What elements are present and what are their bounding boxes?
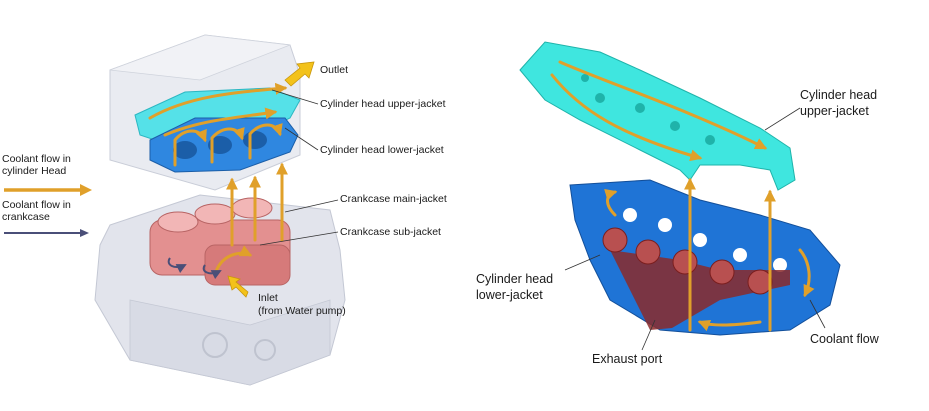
crankcase-main-jacket-label: Crankcase main-jacket bbox=[340, 193, 447, 205]
right-upper-jacket-label-line1: Cylinder head bbox=[800, 88, 878, 102]
left-lower-jacket-label: Cylinder head lower-jacket bbox=[320, 144, 444, 156]
left-head-flow-arrows bbox=[148, 82, 288, 277]
right-lower-jacket bbox=[569, 179, 841, 336]
legend-crankcase-flow-arrow bbox=[4, 229, 89, 237]
crankcase-sub-jacket-label: Crankcase sub-jacket bbox=[340, 226, 441, 238]
right-lower-jacket-label-line2: lower-jacket bbox=[476, 288, 543, 302]
right-upper-jacket bbox=[519, 41, 796, 191]
legend-crankcase-flow-label-line1: Coolant flow in bbox=[2, 199, 71, 211]
inlet-arrow bbox=[227, 275, 249, 298]
left-leader-lines bbox=[259, 89, 339, 246]
left-upper-jacket-label: Cylinder head upper-jacket bbox=[320, 98, 446, 110]
legend-head-flow-arrow bbox=[4, 184, 92, 196]
legend-head-flow-label-line1: Coolant flow in bbox=[2, 153, 71, 165]
legend-head-flow-label-line2: cylinder Head bbox=[2, 165, 67, 177]
outlet-arrow bbox=[284, 61, 315, 87]
inlet-label: Inlet bbox=[258, 292, 278, 304]
exhaust-port-label: Exhaust port bbox=[592, 352, 663, 366]
legend-crankcase-flow-label-line2: crankcase bbox=[2, 211, 50, 223]
exhaust-ports bbox=[602, 227, 790, 330]
right-lower-flow-arrows bbox=[604, 177, 815, 332]
right-upper-jacket-label-line2: upper-jacket bbox=[800, 104, 869, 118]
coolant-flow-label: Coolant flow bbox=[810, 332, 879, 346]
outlet-label: Outlet bbox=[320, 64, 349, 76]
right-upper-flow-arrows bbox=[550, 60, 768, 162]
inlet-sub-label: (from Water pump) bbox=[258, 305, 346, 317]
right-lower-jacket-label-line1: Cylinder head bbox=[476, 272, 554, 286]
right-leader-lines bbox=[564, 107, 826, 351]
left-crankcase-flow-arrows bbox=[167, 257, 222, 280]
